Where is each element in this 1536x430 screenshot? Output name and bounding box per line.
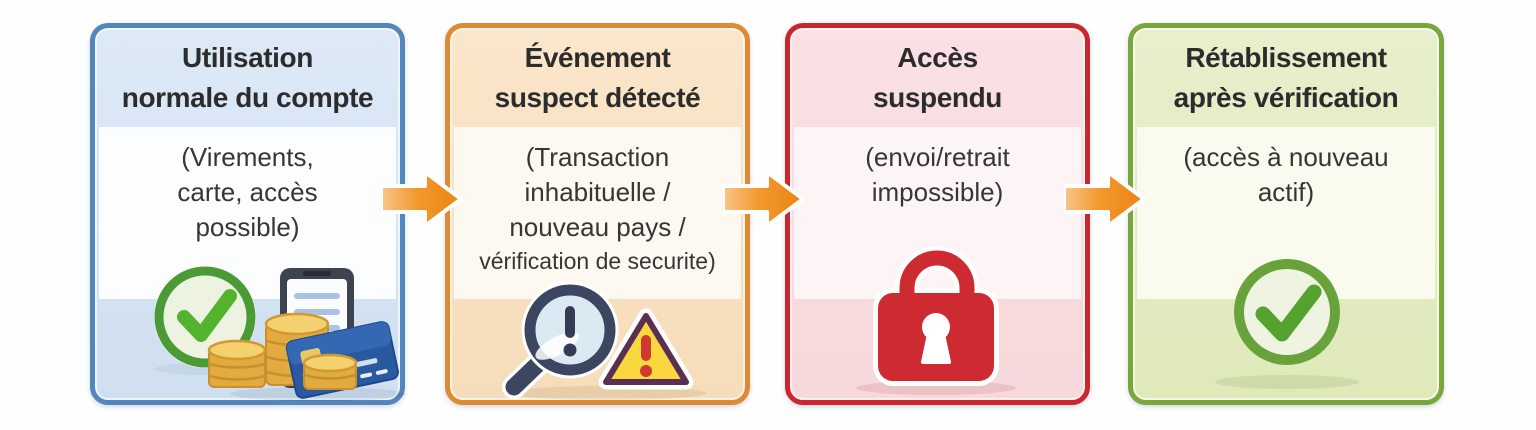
card-acces-suspendu: Accès suspendu (envoi/retrait impossible… [785, 23, 1090, 405]
arrow-right-icon [381, 170, 463, 228]
card-evenement-suspect: Événement suspect détecté (Transaction i… [445, 23, 750, 405]
title-line: Accès [897, 42, 978, 73]
magnifier-alert-icon [502, 281, 619, 399]
card-icons [502, 281, 706, 400]
padlock-icon [873, 246, 999, 386]
card-title: Utilisation normale du compte [95, 38, 400, 118]
card-icons [154, 266, 406, 401]
body-line: possible) [195, 212, 300, 242]
body-line: inhabituelle / [524, 177, 671, 207]
card-body: (accès à nouveau actif) [1133, 140, 1439, 210]
card-title: Événement suspect détecté [450, 38, 745, 118]
card-body-panel [454, 127, 741, 299]
title-line: Événement [524, 42, 671, 73]
card-icons [1215, 259, 1359, 389]
arrow-right-icon [1064, 170, 1146, 228]
body-line: vérification de securite) [479, 248, 716, 274]
body-line: (accès à nouveau [1183, 142, 1389, 172]
body-line: impossible) [871, 177, 1004, 207]
check-circle-icon [1234, 259, 1340, 365]
title-line: après vérification [1173, 82, 1399, 113]
coin-stack-front-icon [302, 353, 358, 390]
card-icons [856, 246, 1016, 395]
card-title: Accès suspendu [790, 38, 1085, 118]
card-utilisation-normale: Utilisation normale du compte (Virements… [90, 23, 406, 405]
card-body: (envoi/retrait impossible) [790, 140, 1085, 210]
body-line: (envoi/retrait [865, 142, 1010, 172]
title-line: suspect détecté [494, 82, 701, 113]
title-line: Rétablissement [1185, 42, 1387, 73]
body-line: actif) [1257, 177, 1315, 207]
body-line: (Virements, [181, 142, 314, 172]
warning-triangle-icon [598, 308, 694, 390]
title-line: suspendu [872, 82, 1003, 113]
card-retablissement: Rétablissement après vérification (accès… [1128, 23, 1444, 405]
body-line: carte, accès [177, 177, 318, 207]
title-line: normale du compte [121, 82, 374, 113]
body-line: (Transaction [525, 142, 670, 172]
card-title: Rétablissement après vérification [1133, 38, 1439, 118]
title-line: Utilisation [182, 42, 313, 73]
card-body: (Transaction inhabituelle / nouveau pays… [450, 140, 745, 278]
body-line: nouveau pays / [509, 212, 686, 242]
card-body-panel [794, 127, 1081, 299]
card-body: (Virements, carte, accès possible) [95, 140, 400, 245]
arrow-right-icon [723, 170, 805, 228]
